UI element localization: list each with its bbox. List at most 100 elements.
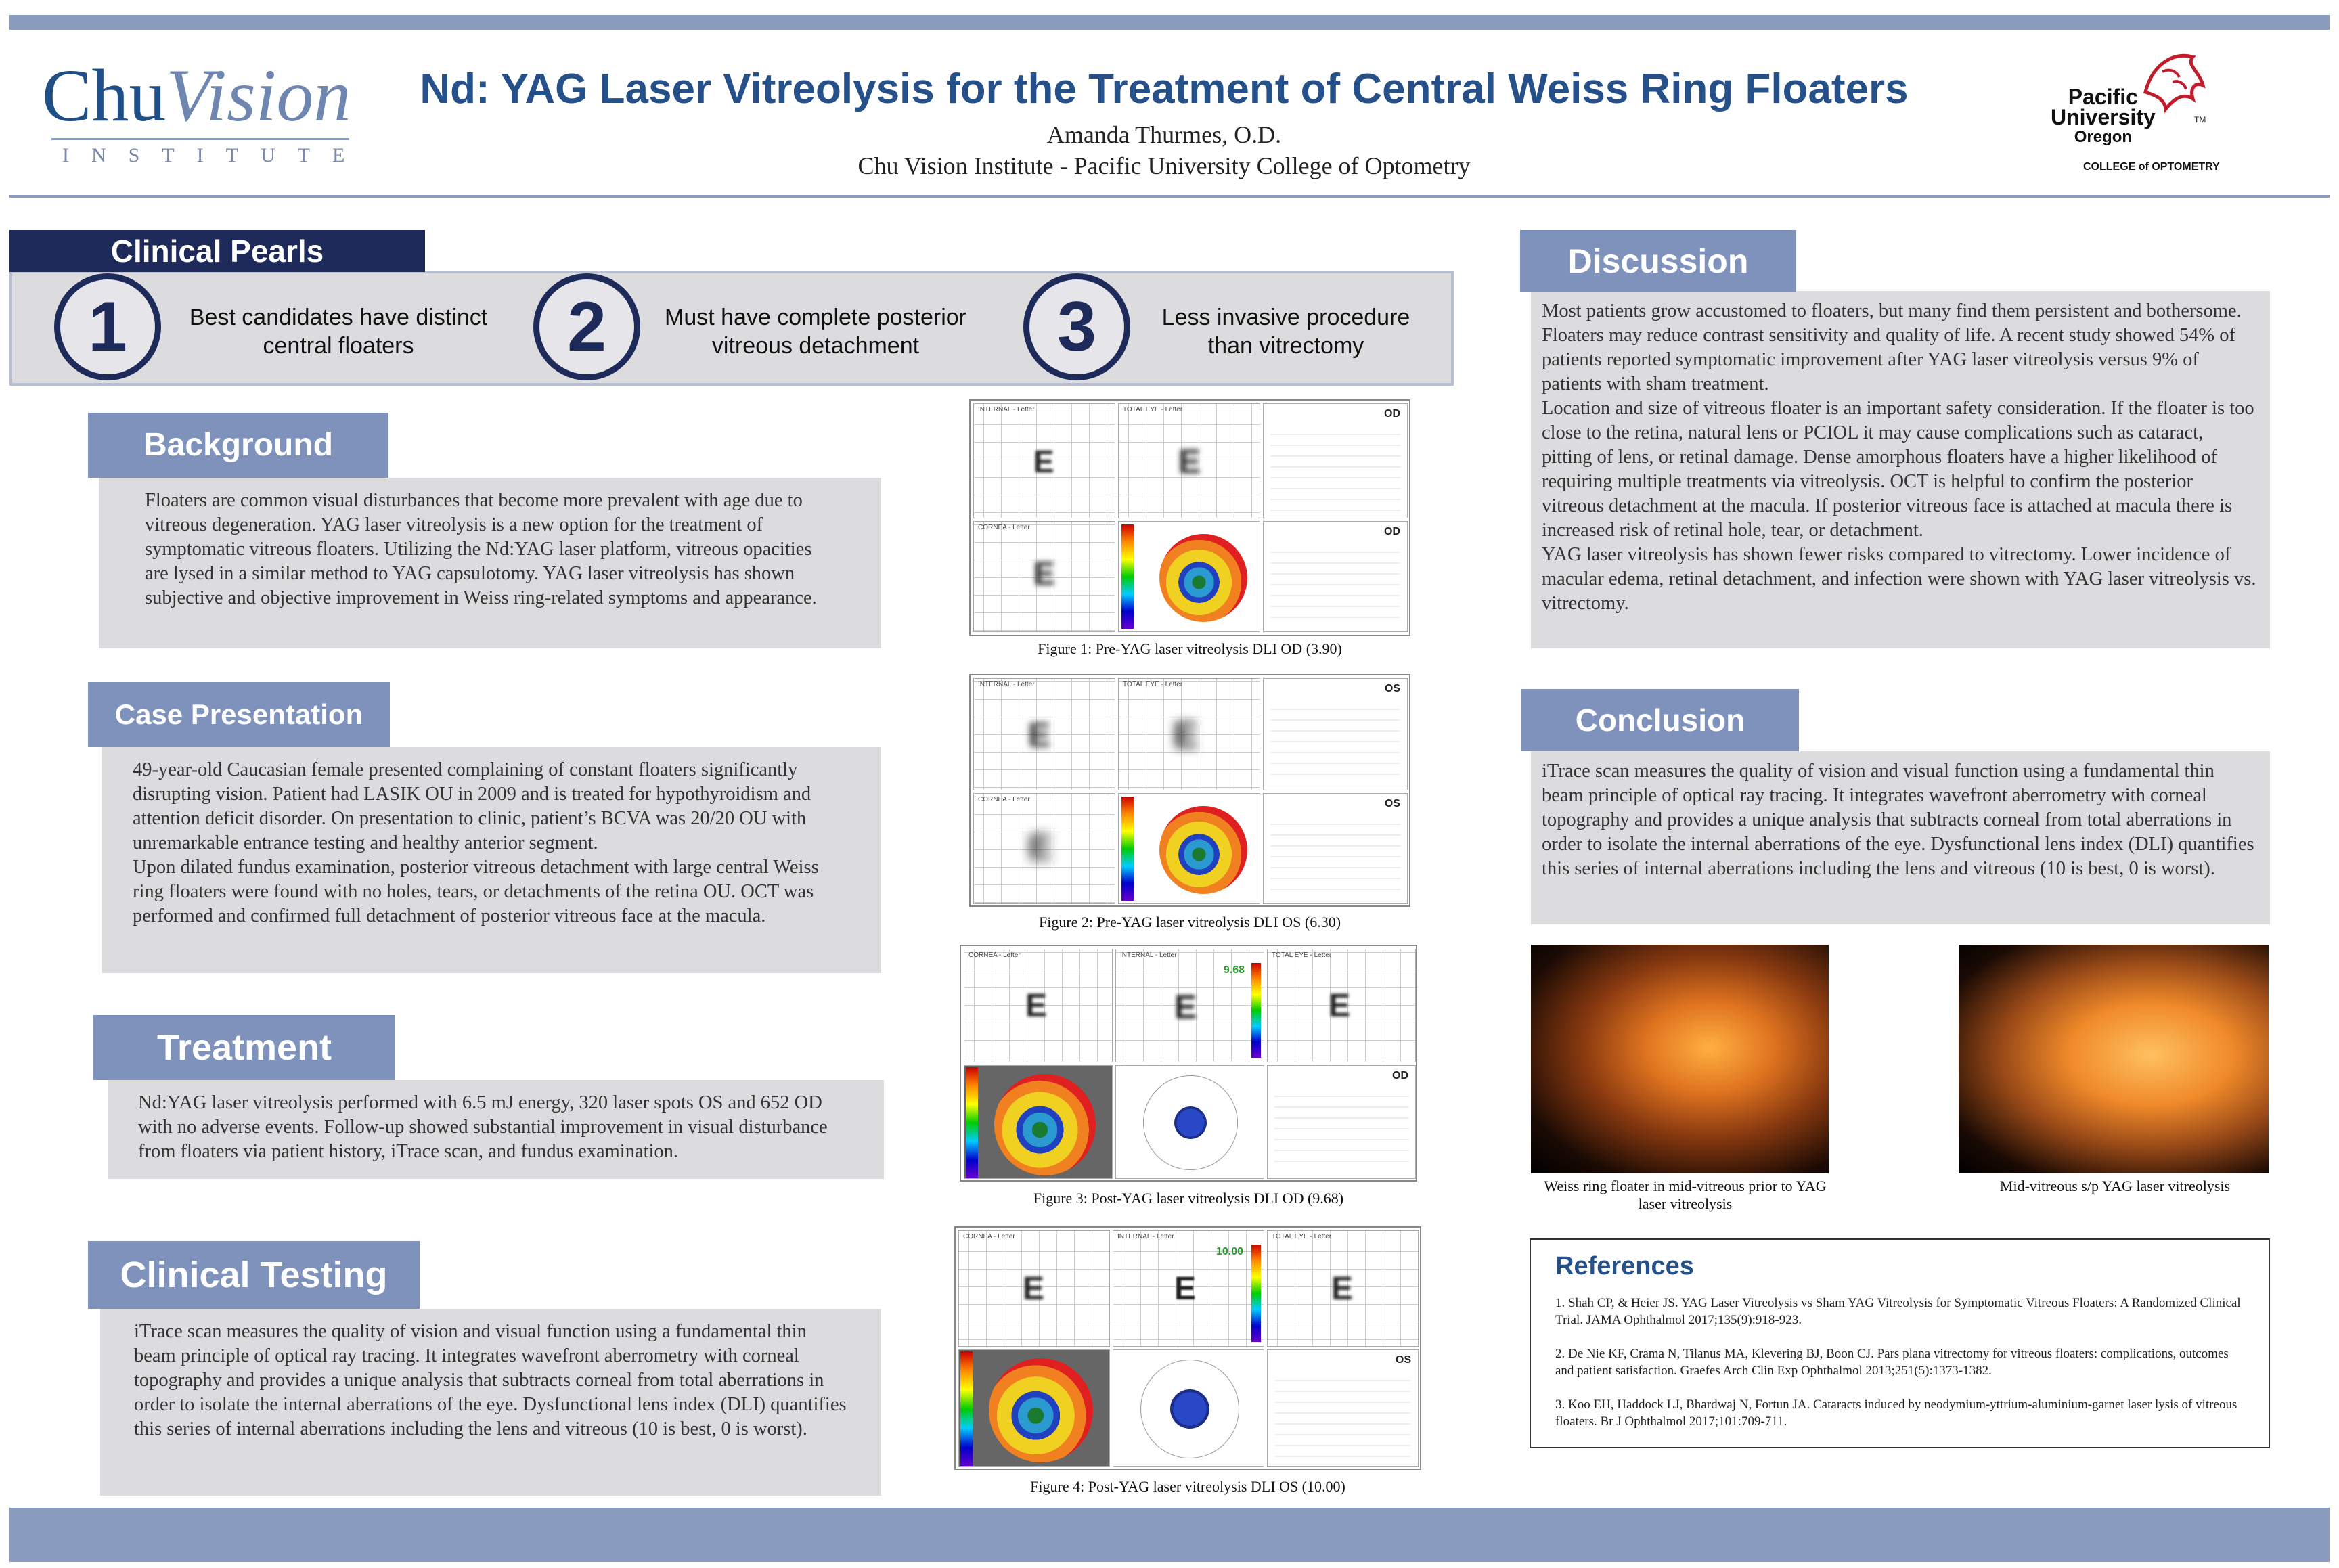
conclusion-text: iTrace scan measures the quality of visi…	[1542, 761, 2254, 879]
clinical-pearls-title: Clinical Pearls	[9, 230, 425, 272]
fig2-data-lines-bottom	[1270, 814, 1400, 897]
chu-vision-logo: ChuVision INSTITUTE	[42, 58, 367, 173]
fig2-panel-c-label: CORNEA - Letter	[978, 796, 1030, 803]
fig2-letter-c: E	[1028, 827, 1053, 868]
photo-pre-yag	[1531, 945, 1829, 1173]
fig2-data-panel-bottom: OS	[1263, 793, 1408, 904]
fig3-data-panel: OD	[1267, 1065, 1416, 1179]
fig3-wavefront-disc	[1174, 1106, 1207, 1139]
logo-institute-text: INSTITUTE	[62, 144, 367, 166]
fig1-topography-panel	[1118, 521, 1260, 632]
fig4-topography-map	[989, 1358, 1093, 1462]
discussion-text-3: YAG laser vitreolysis has shown fewer ri…	[1542, 544, 2256, 614]
fig2-panel-a-label: INTERNAL - Letter	[978, 681, 1035, 688]
fig3-dli-scale	[1251, 963, 1261, 1058]
fig4-panel-b-label: INTERNAL - Letter	[1117, 1233, 1174, 1240]
fig1-panel-b-label: TOTAL EYE - Letter	[1123, 406, 1183, 413]
treatment-title: Treatment	[93, 1015, 395, 1080]
fig4-data-lines	[1274, 1370, 1411, 1460]
treatment-text: Nd:YAG laser vitreolysis performed with …	[138, 1092, 828, 1162]
fig3-panel-a-label: CORNEA - Letter	[968, 951, 1021, 959]
conclusion-box: iTrace scan measures the quality of visi…	[1531, 751, 2270, 924]
fig1-letter-a: E	[1033, 444, 1054, 479]
case-text-1: 49-year-old Caucasian female presented c…	[133, 759, 811, 853]
fig3-letter-a: E	[1025, 988, 1048, 1024]
header	[9, 30, 2330, 195]
fig1-eye-label-top: OD	[1384, 408, 1400, 420]
conclusion-title: Conclusion	[1521, 689, 1799, 751]
pu-line2: University	[2051, 105, 2156, 129]
clinical-testing-box: iTrace scan measures the quality of visi…	[100, 1309, 881, 1496]
fig2-eye-label-top: OS	[1384, 683, 1400, 694]
discussion-text-1: Most patients grow accustomed to floater…	[1542, 300, 2242, 395]
fig4-data-panel: OS	[1267, 1349, 1419, 1467]
fig4-scale-bar	[960, 1351, 973, 1466]
pearl-text-3: Less invasive procedure than vitrectomy	[1161, 305, 1410, 359]
fig4-dli-value: 10.00	[1216, 1246, 1243, 1257]
fig1-panel-a-label: INTERNAL - Letter	[978, 406, 1035, 413]
fig2-topography-map	[1159, 806, 1247, 894]
fig3-letter-b: E	[1174, 988, 1197, 1026]
figure-4-caption: Figure 4: Post-YAG laser vitreolysis DLI…	[1030, 1478, 1345, 1495]
fig4-letter-a: E	[1023, 1271, 1045, 1307]
background-box: Floaters are common visual disturbances …	[99, 478, 881, 648]
fig3-wavefront-panel	[1115, 1065, 1264, 1179]
reference-1: 1. Shah CP, & Heier JS. YAG Laser Vitreo…	[1555, 1296, 2241, 1327]
fig2-data-panel-top: OS	[1263, 678, 1408, 790]
fig3-topography-map	[994, 1074, 1096, 1175]
fig3-data-lines	[1274, 1086, 1408, 1171]
bottom-band	[9, 1508, 2330, 1562]
discussion-text-2: Location and size of vitreous floater is…	[1542, 398, 2254, 541]
fig3-wavefront-ring	[1143, 1075, 1238, 1170]
photo-post-yag-caption: Mid-vitreous s/p YAG laser vitreolysis	[1999, 1178, 2231, 1194]
pearl-number-1: 1	[54, 273, 161, 380]
fig2-topography-panel	[1118, 793, 1260, 904]
references-title: References	[1555, 1252, 1694, 1280]
poster-title: Nd: YAG Laser Vitreolysis for the Treatm…	[420, 66, 1909, 112]
fig4-panel-c-label: TOTAL EYE - Letter	[1272, 1233, 1332, 1240]
references-box: References 1. Shah CP, & Heier JS. YAG L…	[1530, 1238, 2270, 1448]
pu-line1: Pacific	[2068, 85, 2138, 109]
clinical-testing-title: Clinical Testing	[88, 1241, 420, 1309]
treatment-box: Nd:YAG laser vitreolysis performed with …	[108, 1080, 884, 1179]
figure-3-caption: Figure 3: Post-YAG laser vitreolysis DLI…	[1033, 1190, 1344, 1207]
fig1-data-panel-top: OD	[1263, 403, 1408, 518]
figure-1-caption: Figure 1: Pre-YAG laser vitreolysis DLI …	[1038, 640, 1342, 657]
fig3-dli-value: 9.68	[1223, 964, 1245, 976]
fig4-wavefront-ring	[1140, 1360, 1239, 1458]
pacific-university-logo: Pacific University Oregon TM COLLEGE of …	[2044, 45, 2301, 180]
pearl-text-1: Best candidates have distinct central fl…	[189, 305, 488, 359]
fig1-eye-label-bottom: OD	[1384, 526, 1400, 537]
clinical-pearls-box	[9, 271, 1454, 386]
fig4-panel-a-label: CORNEA - Letter	[963, 1233, 1015, 1240]
poster-affiliation: Chu Vision Institute - Pacific Universit…	[857, 152, 1471, 179]
pu-line3: Oregon	[2074, 128, 2133, 146]
pu-college: COLLEGE of OPTOMETRY	[2083, 161, 2220, 173]
fig1-data-lines-top	[1270, 424, 1400, 511]
fig3-letter-c: E	[1329, 988, 1351, 1024]
fig1-data-panel-bottom: OD	[1263, 521, 1408, 632]
fig1-data-lines-bottom	[1270, 542, 1400, 625]
fig4-letter-c: E	[1331, 1271, 1354, 1307]
fig4-dli-scale	[1251, 1245, 1261, 1342]
background-text: Floaters are common visual disturbances …	[145, 490, 817, 608]
case-title: Case Presentation	[88, 682, 390, 747]
fig3-topography-panel	[964, 1065, 1113, 1179]
fig4-eye-label: OS	[1395, 1354, 1411, 1366]
logo-chu-text: Chu	[42, 54, 166, 137]
photo-pre-yag-caption: Weiss ring floater in mid-vitreous prior…	[1544, 1178, 1827, 1212]
fig4-wavefront-panel	[1113, 1349, 1264, 1467]
discussion-title: Discussion	[1520, 230, 1796, 292]
